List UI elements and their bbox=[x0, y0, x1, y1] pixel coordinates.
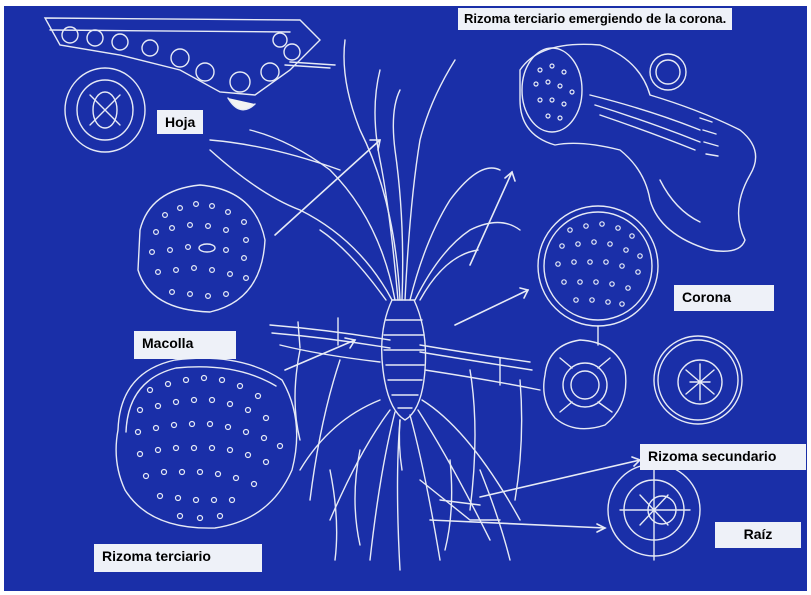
macolla-section bbox=[138, 185, 265, 312]
corona-detail-section bbox=[544, 340, 626, 429]
rhizome-secondary-section bbox=[654, 336, 742, 424]
rizoma-terciario-section bbox=[116, 358, 297, 528]
raiz-section bbox=[608, 464, 700, 560]
label-raiz: Raíz bbox=[715, 522, 801, 548]
leaf-detail-cell bbox=[65, 68, 145, 152]
label-hoja: Hoja bbox=[157, 110, 203, 134]
plant-leaves bbox=[210, 40, 520, 300]
label-rizoma-secundario: Rizoma secundario bbox=[640, 444, 806, 470]
plant-rhizomes bbox=[270, 318, 540, 390]
plant-roots bbox=[295, 350, 522, 570]
label-macolla: Macolla bbox=[134, 331, 236, 359]
pointer-arrows bbox=[275, 62, 640, 532]
label-rizoma-terciario-emergiendo: Rizoma terciario emergiendo de la corona… bbox=[458, 8, 732, 30]
corona-section bbox=[538, 206, 658, 345]
label-rizoma-terciario: Rizoma terciario bbox=[94, 544, 262, 572]
label-corona: Corona bbox=[674, 285, 774, 311]
leaf-section-strip bbox=[45, 18, 330, 110]
plant-crown bbox=[382, 300, 426, 470]
